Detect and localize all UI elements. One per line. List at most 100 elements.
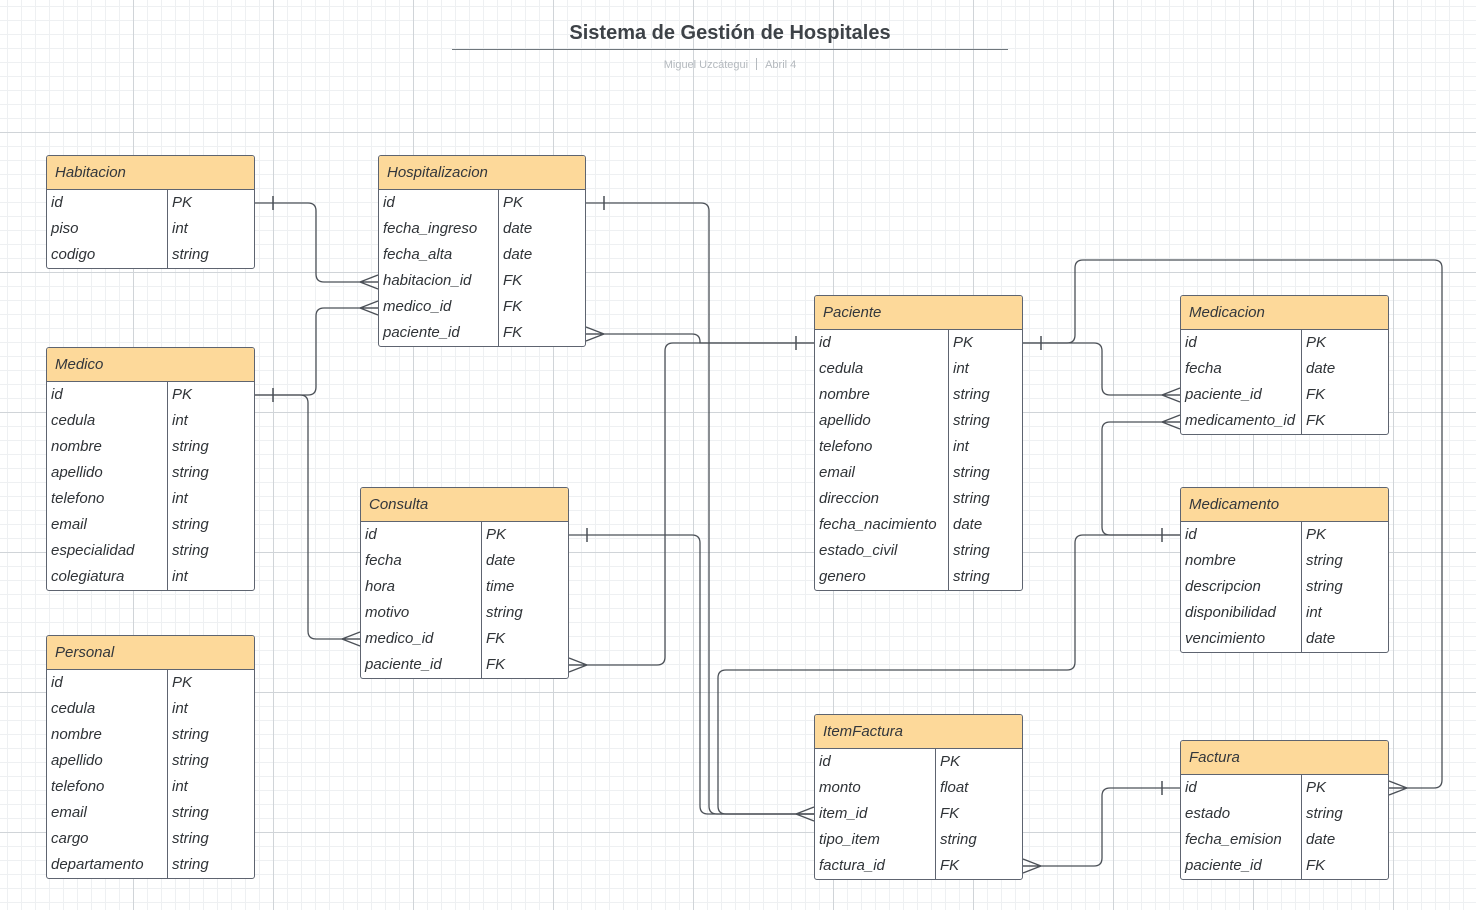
field-name: cedula	[47, 408, 168, 434]
field-type: date	[953, 516, 983, 533]
field-name: id	[47, 382, 168, 408]
connector-medicamento-medicacion	[1101, 421, 1180, 536]
field-name: nombre	[815, 382, 949, 408]
field-name: id	[815, 749, 936, 775]
field-name: cargo	[47, 826, 168, 852]
field-name: motivo	[361, 600, 482, 626]
many-marker	[1388, 780, 1408, 796]
field-name: nombre	[47, 434, 168, 460]
field-type: int	[1306, 604, 1322, 621]
field-name: paciente_id	[1181, 853, 1302, 879]
field-type: FK	[486, 656, 506, 673]
field-name: id	[47, 670, 168, 696]
entity-name: Consulta	[361, 488, 568, 522]
entity-name: Hospitalizacion	[379, 156, 585, 190]
field-type: FK	[1306, 857, 1326, 874]
field-name: vencimiento	[1181, 626, 1302, 652]
entity-name: Paciente	[815, 296, 1022, 330]
field-name: id	[1181, 775, 1302, 801]
many-marker	[1161, 414, 1181, 430]
field-name: telefono	[815, 434, 949, 460]
field-type: FK	[503, 272, 523, 289]
field-type: FK	[1306, 412, 1326, 429]
field-name: fecha	[1181, 356, 1302, 382]
field-type: int	[953, 438, 969, 455]
field-type: FK	[503, 298, 523, 315]
field-type: PK	[1306, 334, 1327, 351]
connector-paciente-medicacion	[1023, 342, 1180, 396]
field-name: id	[1181, 522, 1302, 548]
field-type: int	[172, 700, 188, 717]
field-name: id	[1181, 330, 1302, 356]
field-name: cedula	[47, 696, 168, 722]
connector-consulta-paciente	[569, 342, 814, 666]
field-type: PK	[172, 674, 193, 691]
field-name: hora	[361, 574, 482, 600]
field-type: string	[172, 246, 209, 263]
field-type: date	[486, 552, 516, 569]
field-type: string	[172, 542, 209, 559]
field-type: string	[1306, 578, 1343, 595]
field-type: string	[1306, 805, 1343, 822]
field-name: especialidad	[47, 538, 168, 564]
field-type: int	[172, 490, 188, 507]
field-type: string	[172, 464, 209, 481]
field-name: direccion	[815, 486, 949, 512]
field-type: PK	[172, 386, 193, 403]
field-type: string	[953, 542, 990, 559]
field-name: email	[815, 460, 949, 486]
field-name: email	[47, 512, 168, 538]
field-name: id	[379, 190, 499, 216]
field-name: genero	[815, 564, 949, 590]
many-marker	[568, 657, 588, 673]
field-name: email	[47, 800, 168, 826]
many-marker	[585, 326, 605, 342]
field-type: PK	[503, 194, 524, 211]
field-name: nombre	[47, 722, 168, 748]
field-type: string	[172, 752, 209, 769]
field-type: string	[486, 604, 523, 621]
field-name: apellido	[47, 460, 168, 486]
field-name: cedula	[815, 356, 949, 382]
field-name: disponibilidad	[1181, 600, 1302, 626]
field-name: descripcion	[1181, 574, 1302, 600]
connector-medico-hospitalizacion	[255, 307, 378, 396]
field-type: date	[1306, 360, 1336, 377]
field-name: fecha	[361, 548, 482, 574]
field-type: string	[953, 568, 990, 585]
